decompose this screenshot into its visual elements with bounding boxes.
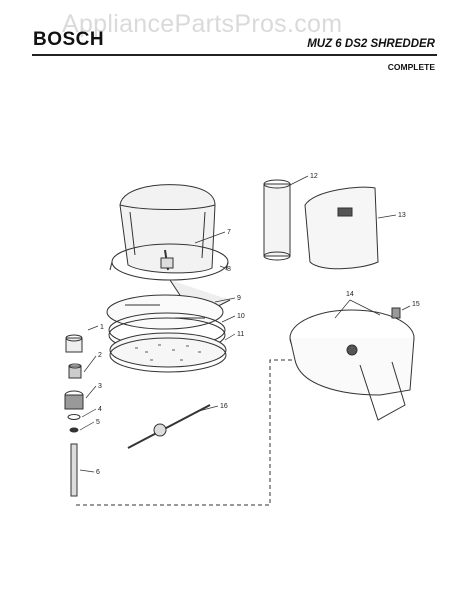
callout-9: 9 bbox=[237, 295, 241, 302]
callout-leaders bbox=[79, 175, 411, 473]
callout-3: 3 bbox=[98, 383, 102, 390]
part-5-retaining-ring bbox=[69, 427, 79, 433]
part-15-latch bbox=[391, 307, 401, 319]
part-13-hopper bbox=[304, 186, 379, 270]
callout-labels: 1 2 3 4 5 6 7 8 9 10 11 12 13 14 15 16 bbox=[96, 173, 420, 476]
callout-12: 12 bbox=[310, 173, 318, 180]
assembly-dashed-line bbox=[76, 359, 295, 506]
part-7-feed-chute bbox=[119, 184, 216, 274]
callout-15: 15 bbox=[412, 301, 420, 308]
part-3-drive-gear bbox=[64, 390, 84, 410]
part-14-bowl bbox=[289, 309, 415, 421]
part-4-washer bbox=[67, 414, 81, 420]
callout-5: 5 bbox=[96, 419, 100, 426]
callout-11: 11 bbox=[237, 331, 244, 338]
part-11-grating-disc bbox=[109, 332, 227, 373]
diagram-subtitle: COMPLETE bbox=[387, 62, 435, 72]
callout-8: 8 bbox=[227, 266, 231, 273]
callout-10: 10 bbox=[237, 313, 245, 320]
part-1-coupling bbox=[65, 334, 83, 353]
part-12-pusher bbox=[263, 179, 291, 261]
part-16-arm bbox=[127, 404, 211, 449]
callout-14: 14 bbox=[346, 291, 354, 298]
part-2-gear bbox=[68, 363, 82, 379]
callout-6: 6 bbox=[96, 469, 100, 476]
watermark: AppliancePartsPros.com bbox=[62, 10, 343, 38]
callout-1: 1 bbox=[100, 324, 104, 331]
callout-13: 13 bbox=[398, 212, 406, 219]
header-rule bbox=[32, 54, 437, 56]
callout-16: 16 bbox=[220, 403, 228, 410]
part-6-drive-shaft bbox=[70, 443, 78, 497]
brand-logo: BOSCH bbox=[33, 29, 105, 50]
callout-4: 4 bbox=[98, 406, 102, 413]
model-title: MUZ 6 DS2 SHREDDER bbox=[307, 38, 435, 50]
callout-2: 2 bbox=[98, 352, 102, 359]
callout-7: 7 bbox=[227, 229, 231, 236]
